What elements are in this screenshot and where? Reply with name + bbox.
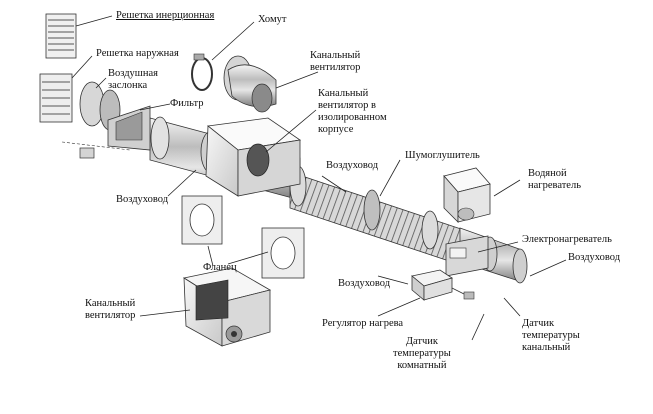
label-heat-regulator: Регулятор нагрева <box>322 318 404 329</box>
electric-heater <box>445 235 489 277</box>
label-electric-heater: Электронагреватель <box>522 234 612 245</box>
label-flange: Фланец <box>203 262 237 273</box>
label-duct-right: Воздуховод <box>568 252 621 263</box>
outer-grille <box>39 73 73 123</box>
label-duct-fan-insulated: Канальный вентилятор в изолированном кор… <box>318 88 387 135</box>
water-heater <box>443 167 491 223</box>
label-grille-outer: Решетка наружная <box>96 48 179 59</box>
label-duct-left: Воздуховод <box>116 194 169 205</box>
label-silencer: Шумоглушитель <box>405 150 480 161</box>
label-grille-inertial: Решетка инерционная <box>116 10 215 21</box>
filter <box>107 105 151 151</box>
label-clamp: Хомут <box>258 14 287 25</box>
label-duct-fan-bottom: Канальный вентилятор <box>85 298 136 321</box>
insulated-fan-box <box>205 117 302 197</box>
label-duct-temp-sensor: Датчик температуры канальный <box>522 318 580 353</box>
damper-actuator <box>61 141 131 159</box>
label-water-heater: Водяной нагреватель <box>528 168 581 191</box>
clamp <box>191 53 213 91</box>
leader-lines <box>71 15 567 341</box>
inertial-grille <box>45 13 77 59</box>
label-room-temp-sensor: Датчик температуры комнатный <box>393 336 451 371</box>
label-air-damper: Воздушная заслонка <box>108 68 158 91</box>
heat-regulator <box>411 269 475 301</box>
flange-right <box>261 227 305 279</box>
duct-fan-bottom <box>182 267 272 347</box>
label-duct-middle: Воздуховод <box>326 160 379 171</box>
duct-fan-top <box>223 55 277 113</box>
label-filter: Фильтр <box>170 98 204 109</box>
label-duct-fan-top: Канальный вентилятор <box>310 50 361 73</box>
label-duct-bottom: Воздуховод <box>338 278 391 289</box>
flange-left <box>181 195 223 245</box>
